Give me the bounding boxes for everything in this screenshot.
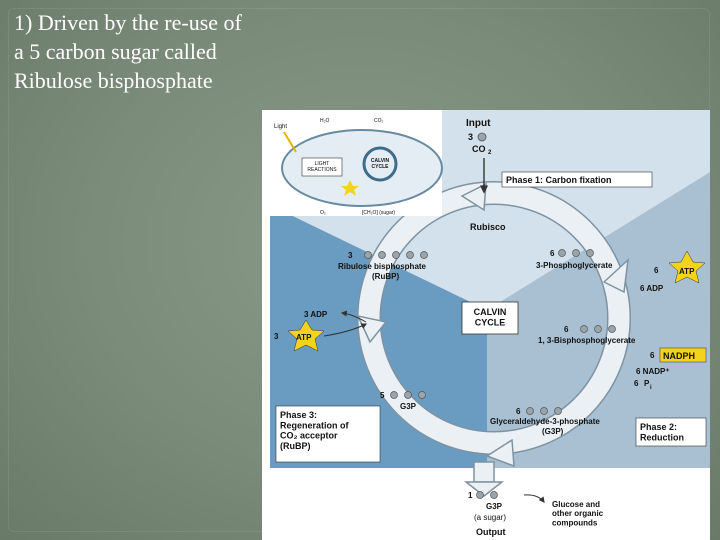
g3p6-count: 6 [516, 407, 521, 416]
cycle-arrowhead-left [356, 314, 388, 344]
pi-label: P [644, 379, 650, 388]
pg3-name: 3-Phosphoglycerate [536, 261, 613, 270]
bpg-name: 1, 3-Bisphosphoglycerate [538, 336, 636, 345]
rubp-abbr: (RuBP) [372, 272, 399, 281]
rubp-name: Ribulose bisphosphate [338, 262, 427, 271]
g3p5-name: G3P [400, 402, 417, 411]
input-subscript: 2 [488, 150, 492, 156]
chloroplast-outline [281, 129, 443, 207]
atp3-arrow [323, 323, 368, 337]
phase2-label: Phase 2:Reduction [640, 422, 684, 442]
nadp-out-label: 6 NADP⁺ [636, 367, 670, 376]
output-note: (a sugar) [474, 513, 506, 522]
output-arrow-shaft [473, 461, 495, 483]
pg3-count: 6 [550, 249, 555, 258]
phase2-region [487, 172, 710, 468]
input-count: 3 [468, 132, 473, 142]
adp-out-label: 6 ADP [640, 284, 664, 293]
adp3-label: 3 ADP [304, 310, 328, 319]
inset-sugar: [CH₂O] (sugar) [362, 210, 395, 216]
rubp-count: 3 [348, 251, 353, 260]
g3p6-name: Glyceraldehyde-3-phosphate [490, 417, 600, 426]
atp3-count: 3 [274, 332, 279, 341]
glucose-arrow [523, 494, 545, 503]
output-arrowhead [463, 481, 505, 497]
output-count: 1 [468, 491, 473, 500]
atp-star-icon [668, 250, 706, 284]
adp3-arrow [340, 310, 367, 323]
atp3-label: ATP [296, 333, 312, 342]
g3p6-abbr: (G3P) [542, 427, 564, 436]
inset-o2: O₂ [320, 210, 326, 216]
input-molecule: CO [472, 144, 486, 154]
inset-atp-star [341, 180, 359, 196]
nadph-count: 6 [650, 351, 655, 360]
g3p5-count: 5 [380, 391, 385, 400]
slide-title: 1) Driven by the re-use of a 5 carbon su… [14, 10, 242, 93]
cycle-arrowhead-right [602, 258, 629, 294]
bpg-count: 6 [564, 325, 569, 334]
rubisco-label: Rubisco [470, 222, 506, 232]
atp-label: ATP [679, 267, 695, 276]
output-name: G3P [486, 502, 503, 511]
cycle-arrowhead-bottom [485, 438, 515, 468]
phase1-label: Phase 1: Carbon fixation [506, 175, 612, 185]
pi-out-count: 6 [634, 379, 639, 388]
co2-molecule-icon [477, 132, 487, 142]
pi-subscript: i [650, 385, 652, 391]
input-label: Input [466, 118, 491, 129]
inset-light: Light [274, 124, 287, 130]
output-label: Output [476, 527, 506, 537]
atp-in-count: 6 [654, 266, 659, 275]
inset-h2o: H₂O [320, 118, 330, 124]
inset-co2: CO₂ [374, 118, 384, 124]
atp3-star-icon [287, 319, 325, 352]
nadph-label: NADPH [663, 351, 695, 361]
